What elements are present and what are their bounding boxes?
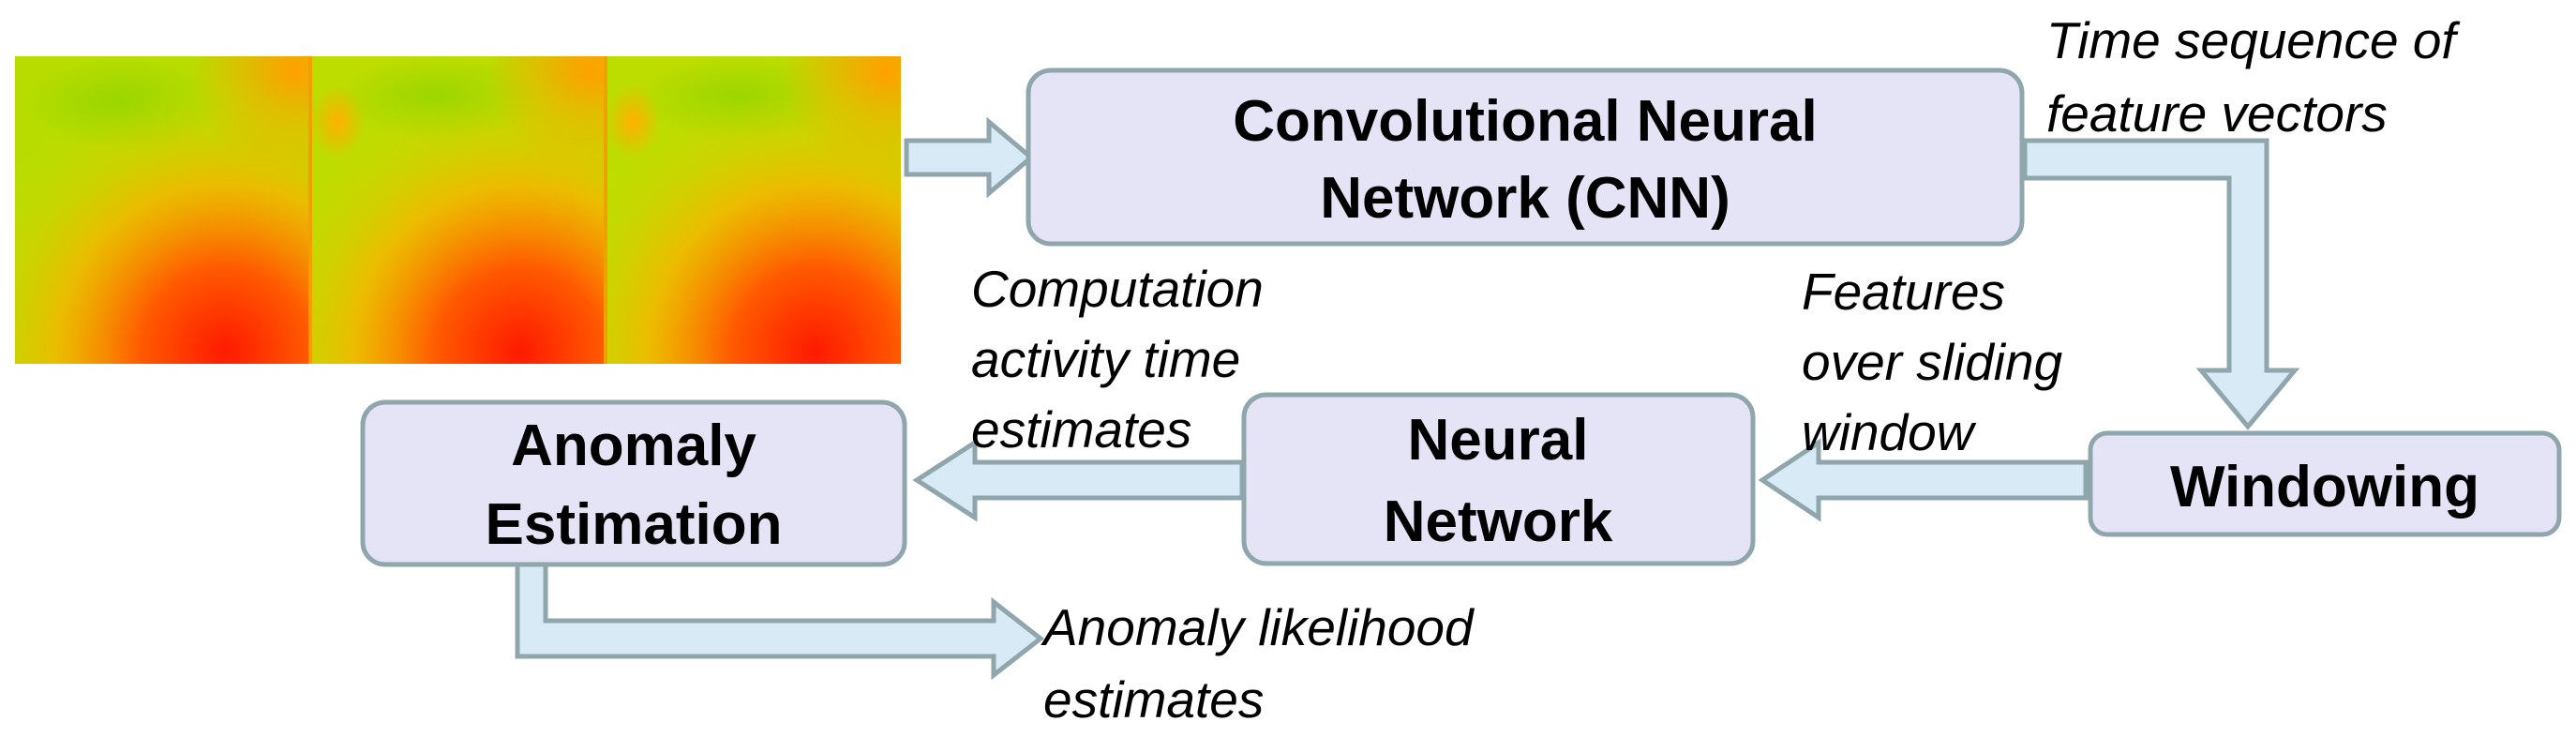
features-window-annotation: Features over sliding window xyxy=(1802,263,2063,461)
cnn-box: Convolutional Neural Network (CNN) xyxy=(1026,68,2025,247)
cnn-box-label-line1: Convolutional Neural xyxy=(1233,89,1817,154)
thermal-input-image xyxy=(15,56,901,364)
anomaly-likelihood-line1: Anomaly likelihood xyxy=(1041,598,1475,656)
features-window-line2: over sliding xyxy=(1802,333,2063,391)
neural-network-box-label-line1: Neural xyxy=(1408,408,1589,473)
computation-activity-line2: activity time xyxy=(971,330,1240,388)
neural-network-box: Neural Network xyxy=(1241,392,1756,566)
computation-activity-annotation: Computation activity time estimates xyxy=(971,260,1264,459)
arrow-windowing-to-neural-network xyxy=(1758,438,2089,522)
time-sequence-line2: feature vectors xyxy=(2046,84,2388,143)
neural-network-box-label-line2: Network xyxy=(1384,489,1613,554)
arrow-cnn-to-windowing xyxy=(2022,138,2300,430)
time-sequence-annotation: Time sequence of feature vectors xyxy=(2046,11,2461,143)
computation-activity-line1: Computation xyxy=(971,260,1264,318)
time-sequence-line1: Time sequence of xyxy=(2046,11,2461,69)
arrows xyxy=(515,116,2300,681)
arrow-anomaly-to-output xyxy=(515,560,1045,681)
features-window-line3: window xyxy=(1802,403,1977,461)
anomaly-estimation-box-label-line1: Anomaly xyxy=(511,414,756,478)
cnn-box-label-line2: Network (CNN) xyxy=(1320,166,1730,231)
windowing-box-label: Windowing xyxy=(2170,455,2479,519)
arrow-image-to-cnn xyxy=(904,116,1035,199)
anomaly-likelihood-line2: estimates xyxy=(1043,670,1264,729)
computation-activity-line3: estimates xyxy=(971,400,1191,459)
features-window-line1: Features xyxy=(1802,263,2005,321)
anomaly-estimation-box: Anomaly Estimation xyxy=(360,399,907,567)
anomaly-estimation-box-label-line2: Estimation xyxy=(486,492,783,557)
anomaly-likelihood-annotation: Anomaly likelihood estimates xyxy=(1041,598,1475,729)
arrow-neural-network-to-anomaly xyxy=(912,438,1245,522)
windowing-box: Windowing xyxy=(2088,430,2562,537)
